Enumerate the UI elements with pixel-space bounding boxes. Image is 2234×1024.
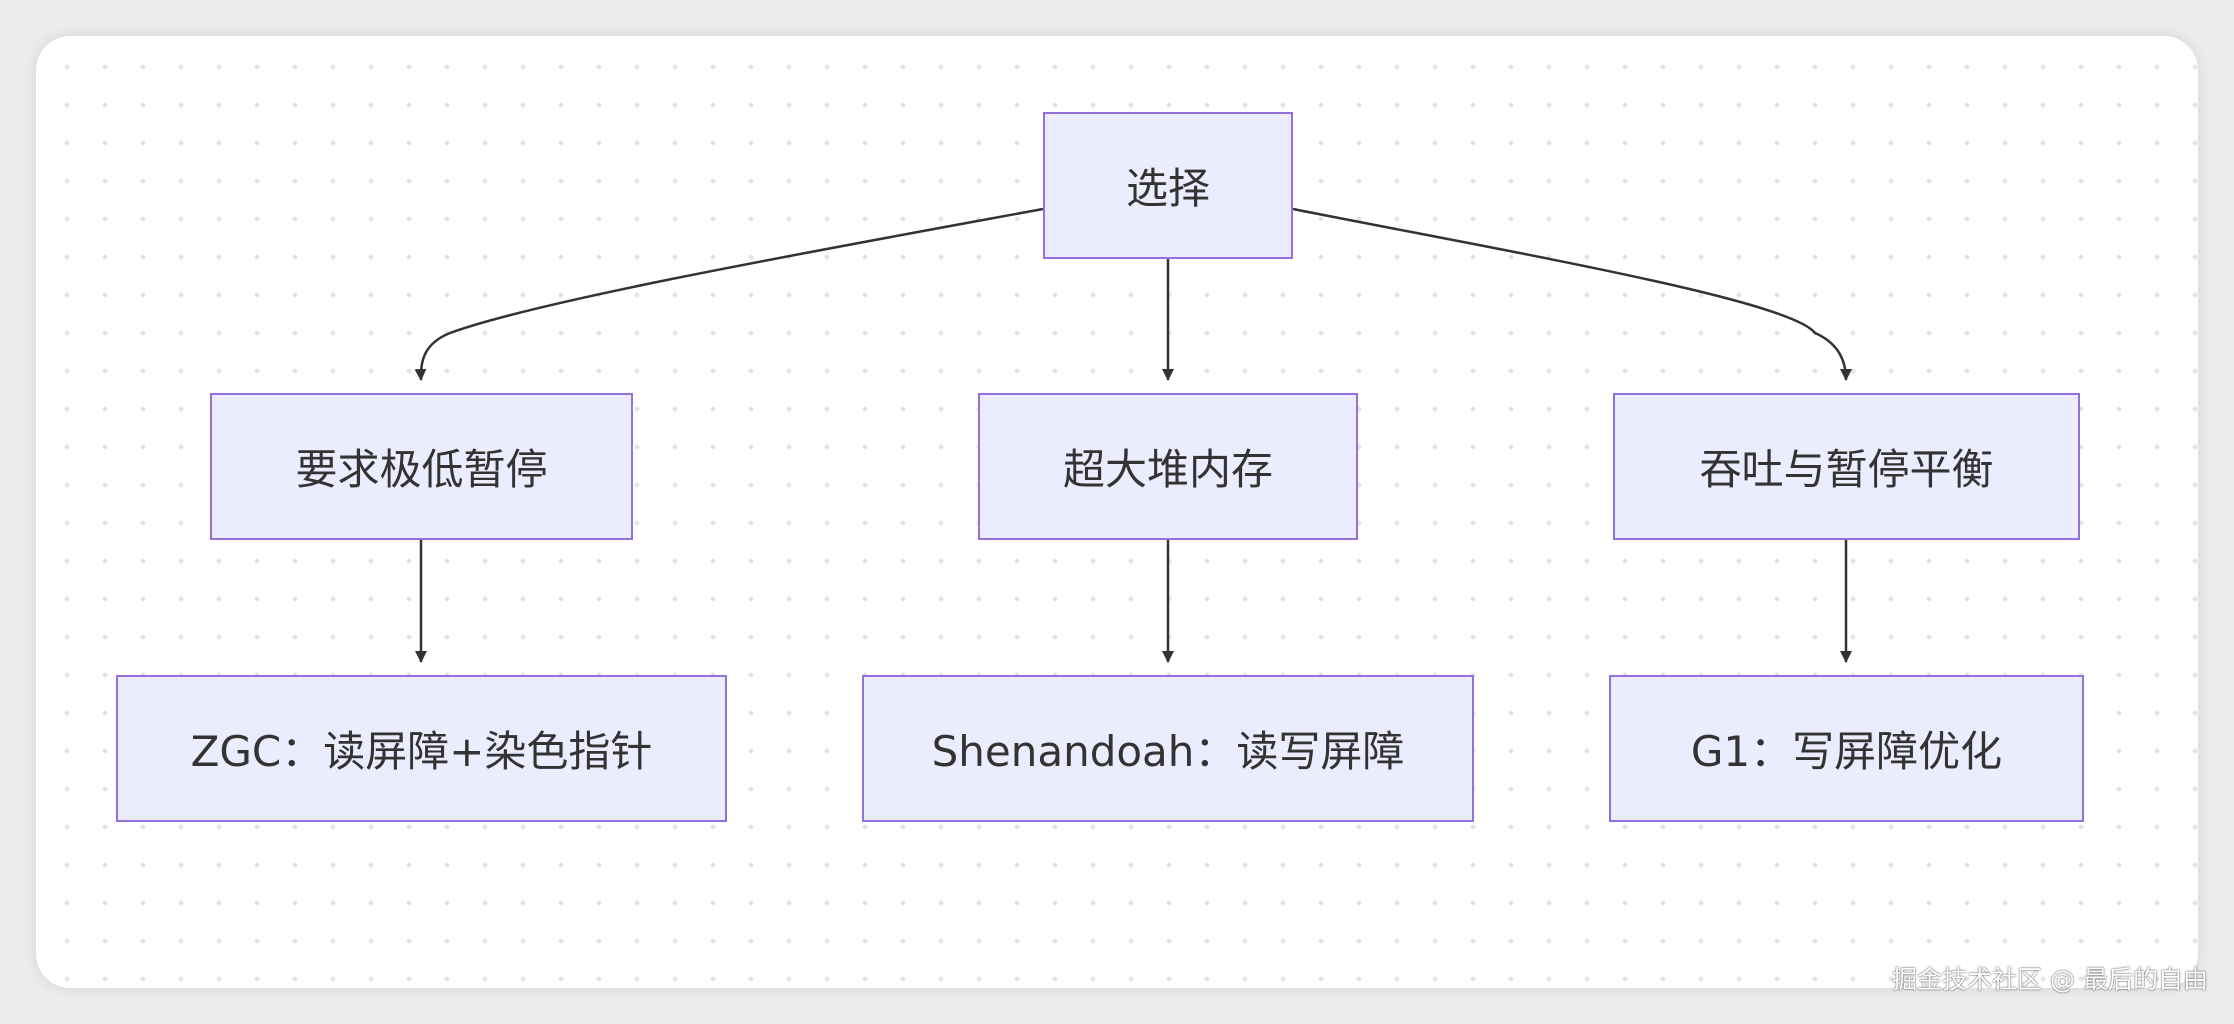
node-root-label: 选择	[1125, 164, 1210, 213]
node-large-heap: 超大堆内存	[978, 393, 1358, 540]
node-shenandoah: Shenandoah：读写屏障	[862, 675, 1474, 822]
watermark: 掘金技术社区 @ 最后的自由	[1892, 965, 2208, 994]
node-zgc: ZGC：读屏障+染色指针	[116, 675, 727, 822]
edge-root-to-low-pause	[414, 207, 1044, 381]
edge-root-to-balance	[1292, 207, 1852, 381]
node-low-pause: 要求极低暂停	[210, 393, 633, 540]
node-balance: 吞吐与暂停平衡	[1613, 393, 2080, 540]
node-low-pause-label: 要求极低暂停	[295, 445, 548, 494]
node-large-heap-label: 超大堆内存	[1062, 445, 1273, 494]
node-zgc-label: ZGC：读屏障+染色指针	[190, 727, 653, 776]
node-balance-label: 吞吐与暂停平衡	[1699, 445, 1994, 494]
node-root: 选择	[1043, 112, 1293, 259]
node-g1: G1：写屏障优化	[1609, 675, 2084, 822]
node-g1-label: G1：写屏障优化	[1690, 727, 2003, 776]
node-shenandoah-label: Shenandoah：读写屏障	[931, 727, 1405, 776]
